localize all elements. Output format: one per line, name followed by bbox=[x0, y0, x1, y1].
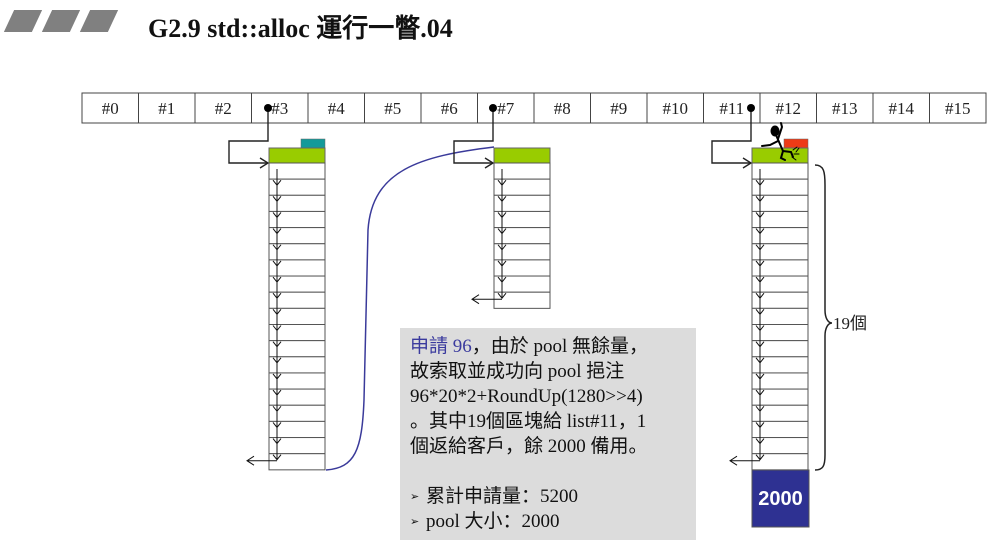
free-list-chains bbox=[228, 104, 809, 471]
free-list-chain bbox=[228, 104, 326, 471]
free-list-slot[interactable]: #7 bbox=[477, 92, 535, 124]
next-pointer-arrow-icon bbox=[272, 443, 282, 461]
bullet-text: 累計申請量：5200 bbox=[426, 486, 579, 507]
slot-pointer-line bbox=[711, 108, 752, 164]
slot-cell[interactable] bbox=[307, 92, 365, 124]
free-list-chain bbox=[453, 104, 551, 309]
slot-cell[interactable] bbox=[816, 92, 874, 124]
note-spacer bbox=[410, 459, 696, 484]
free-list-slot[interactable]: #13 bbox=[816, 92, 874, 124]
block-marker bbox=[300, 138, 326, 149]
note-bullet: ➢ 累計申請量：5200 bbox=[410, 484, 696, 509]
pool-block: 2000 bbox=[751, 469, 810, 528]
null-pointer-arrow-icon bbox=[246, 455, 277, 466]
note-highlight: 申請 96 bbox=[410, 336, 472, 357]
free-list-slot[interactable]: #14 bbox=[872, 92, 930, 124]
slot-label: #4 bbox=[328, 99, 346, 118]
note-bullet: ➢ pool 大小：2000 bbox=[410, 509, 696, 534]
bullet-text: pool 大小：2000 bbox=[426, 511, 560, 532]
pointer-arrowhead-icon bbox=[259, 157, 270, 169]
slot-label: #3 bbox=[271, 99, 288, 118]
pointer-arrowhead-icon bbox=[742, 157, 753, 169]
pointer-arrowhead-icon bbox=[484, 157, 495, 169]
pointer-dot-icon bbox=[489, 104, 497, 112]
slot-label: #15 bbox=[945, 99, 971, 118]
free-list-array: #0 #1 #2 #3 #4 #5 #6 #7 #8 #9 #10 #11 #12 #13 #14 #15 bbox=[81, 92, 987, 124]
slot-cell[interactable] bbox=[420, 92, 478, 124]
slot-label: #5 bbox=[384, 99, 401, 118]
slot-label: #12 bbox=[776, 99, 802, 118]
bullet-arrow-icon: ➢ bbox=[410, 490, 420, 503]
allocated-block bbox=[751, 147, 809, 164]
slot-pointer-line bbox=[453, 108, 494, 164]
slot-cell[interactable] bbox=[251, 92, 309, 124]
slot-cell[interactable] bbox=[364, 92, 422, 124]
free-list-slot[interactable]: #3 bbox=[251, 92, 309, 124]
slot-cell[interactable] bbox=[646, 92, 704, 124]
free-list-slot[interactable]: #8 bbox=[533, 92, 591, 124]
note-line: 個返給客戶，餘 2000 備用。 bbox=[410, 436, 648, 457]
page-title: G2.9 std::alloc 運行一瞥.04 bbox=[148, 14, 453, 43]
free-list-slot[interactable]: #6 bbox=[420, 92, 478, 124]
slot-label: #1 bbox=[158, 99, 175, 118]
allocated-block bbox=[268, 147, 326, 164]
slot-label: #8 bbox=[554, 99, 571, 118]
slot-cell[interactable] bbox=[590, 92, 648, 124]
slot-label: #7 bbox=[497, 99, 515, 118]
slot-cell[interactable] bbox=[759, 92, 817, 124]
note-line: 96*20*2+RoundUp(1280>>4) bbox=[410, 386, 643, 407]
bullet-arrow-icon: ➢ bbox=[410, 515, 420, 528]
free-list-slot[interactable]: #1 bbox=[138, 92, 196, 124]
pool-label: 2000 bbox=[758, 488, 803, 510]
note-line: 故索取並成功向 pool 挹注 bbox=[410, 361, 625, 382]
free-list-chain bbox=[711, 104, 809, 471]
free-list-slot[interactable]: #2 bbox=[194, 92, 252, 124]
free-list-slot[interactable]: #5 bbox=[364, 92, 422, 124]
slot-label: #9 bbox=[610, 99, 627, 118]
slot-cell[interactable] bbox=[872, 92, 930, 124]
slot-label: #0 bbox=[102, 99, 119, 118]
slot-label: #13 bbox=[832, 99, 858, 118]
next-pointer-arrow-icon bbox=[755, 443, 765, 461]
stick-figure-icon bbox=[761, 122, 800, 161]
pointer-dot-icon bbox=[747, 104, 755, 112]
null-pointer-arrow-icon bbox=[729, 455, 760, 466]
brace-icon bbox=[814, 164, 833, 471]
free-list-slot[interactable]: #4 bbox=[307, 92, 365, 124]
slot-label: #6 bbox=[441, 99, 458, 118]
slot-label: #2 bbox=[215, 99, 232, 118]
null-pointer-arrow-icon bbox=[471, 294, 502, 305]
allocated-block bbox=[493, 147, 551, 164]
note-line: 申請 96，由於 pool 無餘量， bbox=[410, 334, 696, 359]
note-box: 申請 96，由於 pool 無餘量， 故索取並成功向 pool 挹注 96*20… bbox=[400, 328, 696, 540]
slot-cell[interactable] bbox=[533, 92, 591, 124]
next-pointer-arrow-icon bbox=[497, 282, 507, 300]
free-list-slot[interactable]: #15 bbox=[929, 92, 987, 124]
free-block[interactable] bbox=[493, 291, 551, 309]
slot-label: #14 bbox=[889, 99, 915, 118]
slot-label: #11 bbox=[719, 99, 744, 118]
brace-label: 19個 bbox=[833, 314, 867, 333]
note-line-rest: ，由於 pool 無餘量， bbox=[471, 336, 649, 357]
slot-cell[interactable] bbox=[81, 92, 139, 124]
slot-cell[interactable] bbox=[194, 92, 252, 124]
chain-link-curve bbox=[325, 146, 495, 471]
note-line: 。其中19個區塊給 list#11，1 bbox=[410, 411, 647, 432]
free-block[interactable] bbox=[268, 453, 326, 471]
slot-pointer-line bbox=[228, 108, 269, 164]
free-list-slot[interactable]: #10 bbox=[646, 92, 704, 124]
block-marker bbox=[783, 138, 809, 149]
free-list-slot[interactable]: #9 bbox=[590, 92, 648, 124]
pool-rect bbox=[751, 469, 810, 528]
free-list-slot[interactable]: #0 bbox=[81, 92, 139, 124]
free-list-slot[interactable]: #12 bbox=[759, 92, 817, 124]
pointer-dot-icon bbox=[264, 104, 272, 112]
slot-label: #10 bbox=[663, 99, 689, 118]
slot-cell[interactable] bbox=[929, 92, 987, 124]
